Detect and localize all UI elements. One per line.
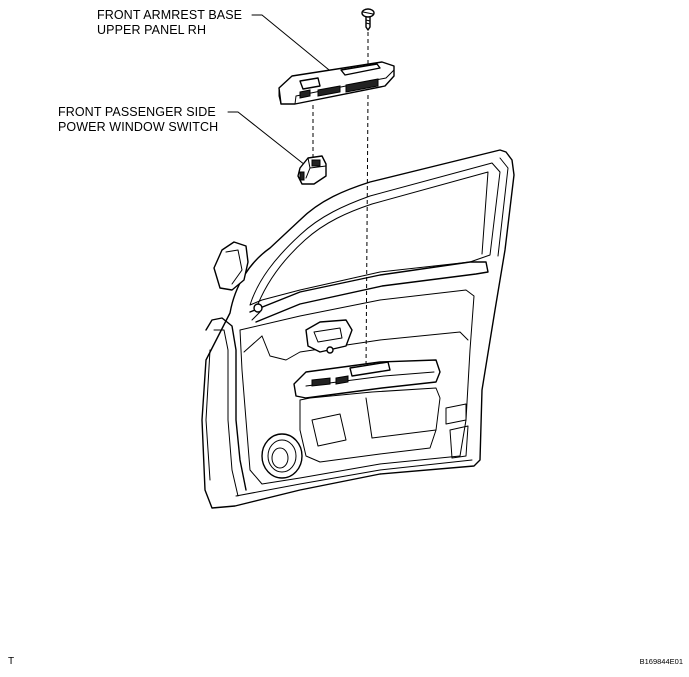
inner-door-handle xyxy=(305,319,353,354)
leader-lines xyxy=(227,14,335,166)
figure-code: B169844E01 xyxy=(639,657,683,666)
window-switch-label: FRONT PASSENGER SIDE POWER WINDOW SWITCH xyxy=(58,105,218,135)
door-trim-panel xyxy=(239,289,475,485)
armrest-switch-opening xyxy=(340,63,381,76)
switch-label-line1: FRONT PASSENGER SIDE xyxy=(58,105,216,119)
armrest-leader-line xyxy=(251,14,335,75)
belt-line xyxy=(249,261,489,323)
side-mirror xyxy=(213,241,249,291)
switch-label-line2: POWER WINDOW SWITCH xyxy=(58,120,219,134)
power-window-switch xyxy=(297,155,327,185)
armrest-base-upper-panel xyxy=(278,61,395,105)
armrest-front-opening xyxy=(299,77,321,90)
door-pocket xyxy=(299,387,441,463)
speaker-grille xyxy=(261,433,303,479)
window-frame-inner xyxy=(249,162,501,306)
switch-leader-line xyxy=(227,111,306,166)
screw-icon xyxy=(361,8,375,31)
corner-mark: T xyxy=(8,656,15,667)
front-door-assembly xyxy=(201,149,515,509)
door-reflector xyxy=(445,403,467,425)
door-armrest xyxy=(293,359,441,399)
armrest-label-line2: UPPER PANEL RH xyxy=(97,23,207,37)
door-outer-frame xyxy=(201,149,515,509)
armrest-label-line1: FRONT ARMREST BASE xyxy=(97,8,243,22)
armrest-panel-label: FRONT ARMREST BASE UPPER PANEL RH xyxy=(97,8,242,38)
